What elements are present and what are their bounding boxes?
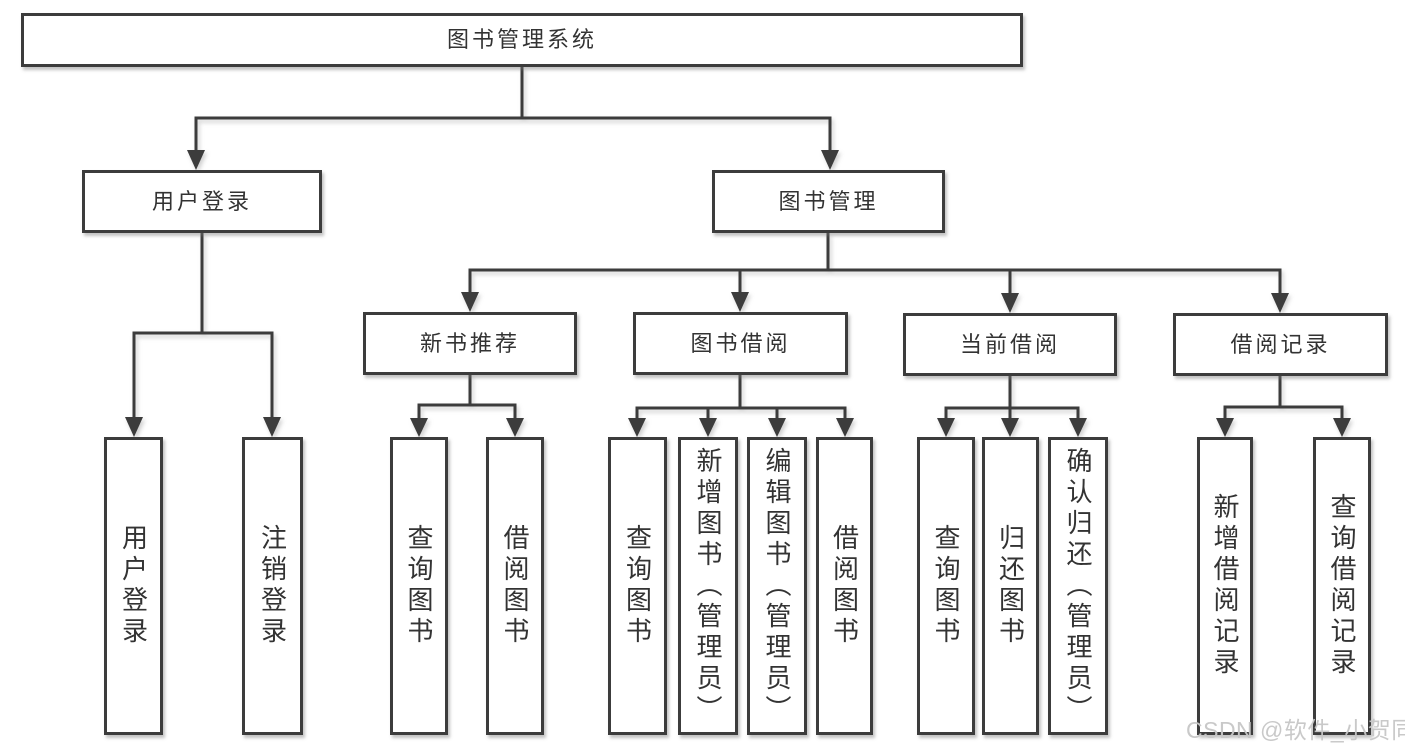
node-label: 借阅图书 <box>829 524 860 648</box>
leaf-borrow-books-recommend: 借阅图书 <box>486 437 544 735</box>
node-label: 查询图书 <box>622 524 653 648</box>
node-label: 借阅记录 <box>1230 331 1331 357</box>
leaf-query-books-recommend: 查询图书 <box>390 437 448 735</box>
node-label: 用户登录 <box>118 524 149 648</box>
node-book-management: 图书管理 <box>712 170 945 233</box>
leaf-query-books-borrowing: 查询图书 <box>608 437 667 735</box>
node-label: 新增图书（管理员） <box>693 446 723 726</box>
leaf-edit-books-admin: 编辑图书（管理员） <box>747 437 807 735</box>
node-label: 当前借阅 <box>959 331 1060 357</box>
node-label: 图书借阅 <box>690 330 791 356</box>
leaf-borrow-books: 借阅图书 <box>816 437 873 735</box>
node-label: 新增借阅记录 <box>1210 493 1240 679</box>
node-label: 用户登录 <box>151 188 252 214</box>
leaf-query-books-current: 查询图书 <box>917 437 975 735</box>
leaf-confirm-return-admin: 确认归还（管理员） <box>1048 437 1108 735</box>
node-label: 编辑图书（管理员） <box>762 446 792 726</box>
node-current-borrowing: 当前借阅 <box>903 313 1117 376</box>
node-label: 查询图书 <box>404 524 434 648</box>
node-label: 确认归还（管理员） <box>1063 446 1093 726</box>
node-label: 查询图书 <box>931 524 961 648</box>
leaf-logout-login: 注销登录 <box>242 437 303 735</box>
node-label: 图书管理 <box>778 188 879 214</box>
leaf-add-books-admin: 新增图书（管理员） <box>678 437 738 735</box>
node-user-login: 用户登录 <box>82 170 322 233</box>
csdn-watermark: CSDN @软件_小贺同学 <box>1186 717 1405 743</box>
node-label: 借阅图书 <box>500 524 530 648</box>
node-label: 新书推荐 <box>419 330 520 356</box>
node-borrowing-records: 借阅记录 <box>1173 313 1388 376</box>
node-label: 注销登录 <box>257 524 288 648</box>
node-book-borrowing: 图书借阅 <box>633 312 848 375</box>
leaf-add-borrow-record: 新增借阅记录 <box>1197 437 1253 735</box>
leaf-return-books: 归还图书 <box>982 437 1039 735</box>
node-label: 查询借阅记录 <box>1327 493 1357 679</box>
leaf-user-login: 用户登录 <box>104 437 163 735</box>
node-label: 图书管理系统 <box>446 27 597 52</box>
node-new-book-recommend: 新书推荐 <box>363 312 577 375</box>
leaf-query-borrow-record: 查询借阅记录 <box>1313 437 1371 735</box>
node-label: 归还图书 <box>995 524 1026 648</box>
node-root-system: 图书管理系统 <box>21 13 1023 67</box>
